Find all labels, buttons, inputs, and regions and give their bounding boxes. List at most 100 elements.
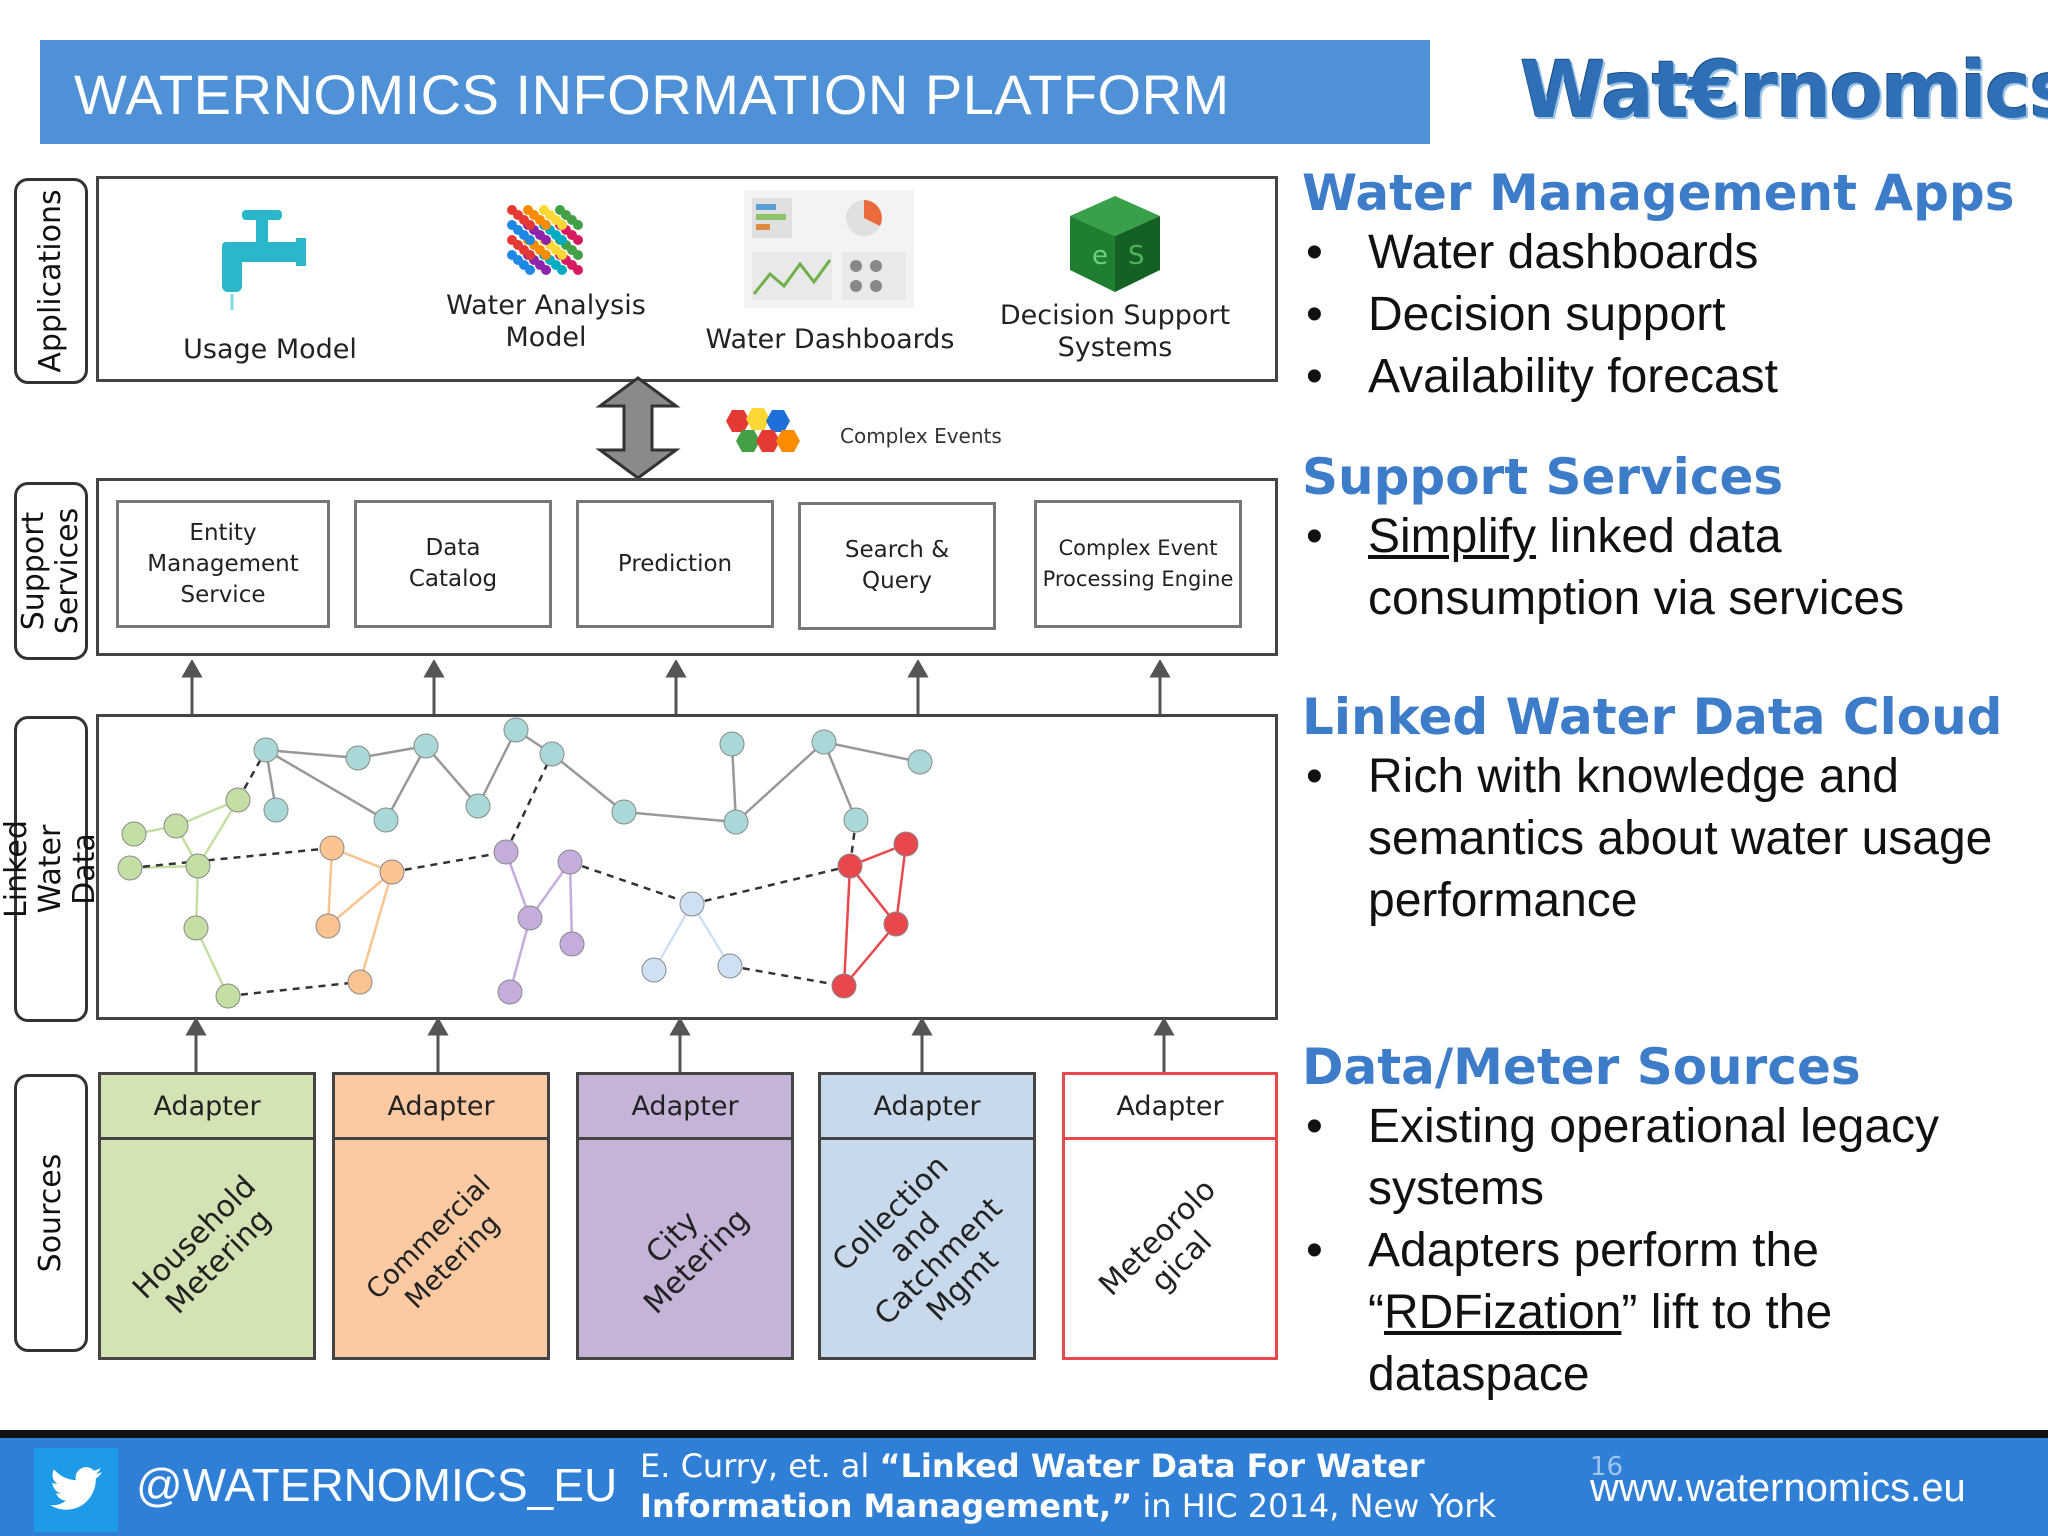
section-data-meter-sources: Data/Meter Sources Existing operational … [1302, 1038, 2042, 1406]
layer-label-sources: Sources [14, 1074, 88, 1352]
graph-node [843, 807, 869, 833]
source-city-metering: Adapter City Metering [576, 1072, 794, 1360]
graph-edge [194, 927, 230, 997]
citation-title-part-1: “Linked Water Data For Water [879, 1447, 1425, 1485]
source-name: Meteorolo gical [1092, 1172, 1223, 1303]
waternomics-logo: Wat€rnomics [1520, 46, 2048, 136]
service-data-catalog: Data Catalog [354, 500, 552, 628]
service-complex-event-processing: Complex Event Processing Engine [1034, 500, 1242, 628]
graph-node [183, 915, 209, 941]
svg-text:S: S [1128, 241, 1145, 271]
service-prediction: Prediction [576, 500, 774, 628]
source-name: City Metering [637, 1201, 757, 1321]
bullet-item: Water dashboards [1302, 222, 2042, 284]
molecule-dot [573, 250, 583, 260]
citation-line-2: Information Management,” in HIC 2014, Ne… [640, 1486, 1496, 1526]
molecule-dot [541, 265, 551, 275]
molecule-dot [573, 220, 583, 230]
graph-node [717, 953, 743, 979]
section-heading: Water Management Apps [1302, 164, 2015, 222]
graph-node [379, 859, 405, 885]
service-entity-management: Entity Management Service [116, 500, 330, 628]
graph-node [611, 799, 637, 825]
complex-events-hexagons-icon [726, 408, 800, 452]
graph-node [253, 737, 279, 763]
graph-node [559, 931, 585, 957]
molecule-dot [573, 235, 583, 245]
layer-label-text: Linked Water Data [0, 820, 102, 918]
linked-data-graph [117, 717, 933, 1009]
graph-node [163, 813, 189, 839]
graph-edge [391, 850, 507, 874]
graph-node [493, 839, 519, 865]
section-linked-water-data-cloud: Linked Water Data Cloud Rich with knowle… [1302, 688, 2042, 932]
graph-node [539, 741, 565, 767]
molecule-dot [557, 265, 567, 275]
graph-node [345, 745, 371, 771]
dashboard-screenshot-icon [744, 190, 914, 308]
svg-text:e: e [1092, 241, 1108, 271]
graph-node [723, 809, 749, 835]
graph-node [319, 835, 345, 861]
bullet-item: Simplify linked data consumption via ser… [1302, 506, 2042, 630]
graph-edge [729, 964, 845, 988]
twitter-handle[interactable]: @WATERNOMICS_EU [136, 1459, 618, 1511]
source-meteorological: Adapter Meteorolo gical [1062, 1072, 1278, 1360]
graph-edge [551, 753, 625, 813]
bullet-list: Rich with knowledge and semantics about … [1302, 746, 2042, 932]
graph-node [831, 973, 857, 999]
page-number: 16 [1590, 1452, 1624, 1482]
section-heading: Data/Meter Sources [1302, 1038, 1861, 1096]
graph-node [413, 733, 439, 759]
website-link[interactable]: www.waternomics.eu [1590, 1466, 1966, 1510]
graph-edge [504, 753, 554, 853]
graph-edge [384, 745, 428, 821]
adapter-label: Adapter [821, 1075, 1033, 1140]
layer-label-text: Sources [33, 1153, 68, 1273]
service-search-query: Search & Query [798, 502, 996, 630]
graph-edge [236, 749, 268, 801]
molecule-dot [557, 250, 567, 260]
up-arrows-services [181, 660, 1171, 714]
bullet-item: Existing operational legacy systems [1302, 1096, 2042, 1220]
graph-node [883, 911, 909, 937]
graph-edge [327, 871, 393, 927]
section-water-management-apps: Water Management Apps Water dashboards D… [1302, 164, 2042, 408]
graph-node [373, 807, 399, 833]
molecule-dot [525, 265, 535, 275]
graph-node [557, 849, 583, 875]
twitter-icon[interactable] [34, 1448, 118, 1532]
bullet-item: Adapters perform the “RDFization” lift t… [1302, 1220, 2042, 1406]
up-arrows-sources [185, 1018, 1175, 1072]
bullet-list: Water dashboards Decision support Availa… [1302, 222, 2042, 408]
graph-node [347, 969, 373, 995]
bullet-item: Decision support [1302, 284, 2042, 346]
graph-node [497, 979, 523, 1005]
molecule-dot [541, 235, 551, 245]
graph-edge [735, 741, 825, 823]
molecule-cube-icon [507, 205, 583, 275]
graph-node [837, 853, 863, 879]
source-name: Collection and Catchment Mgmt [825, 1148, 1010, 1333]
graph-node [811, 729, 837, 755]
adapter-label: Adapter [1065, 1075, 1275, 1140]
adapter-label: Adapter [101, 1075, 313, 1140]
graph-edge [358, 871, 394, 983]
source-collection-catchment: Adapter Collection and Catchment Mgmt [818, 1072, 1036, 1360]
graph-node [893, 831, 919, 857]
graph-edge [691, 864, 851, 906]
graph-edge [227, 980, 361, 998]
molecule-dot [541, 250, 551, 260]
graph-edge [326, 847, 334, 927]
graph-edge [730, 743, 738, 823]
molecule-dot [525, 235, 535, 245]
molecule-dot [557, 220, 567, 230]
graph-edge [822, 741, 858, 821]
graph-node [503, 717, 529, 743]
bullet-item: Rich with knowledge and semantics about … [1302, 746, 2042, 932]
molecule-dot [525, 220, 535, 230]
app-label-water-dashboards: Water Dashboards [705, 324, 955, 355]
applications-panel [96, 176, 1278, 382]
adapter-label: Adapter [579, 1075, 791, 1140]
graph-node [465, 793, 491, 819]
